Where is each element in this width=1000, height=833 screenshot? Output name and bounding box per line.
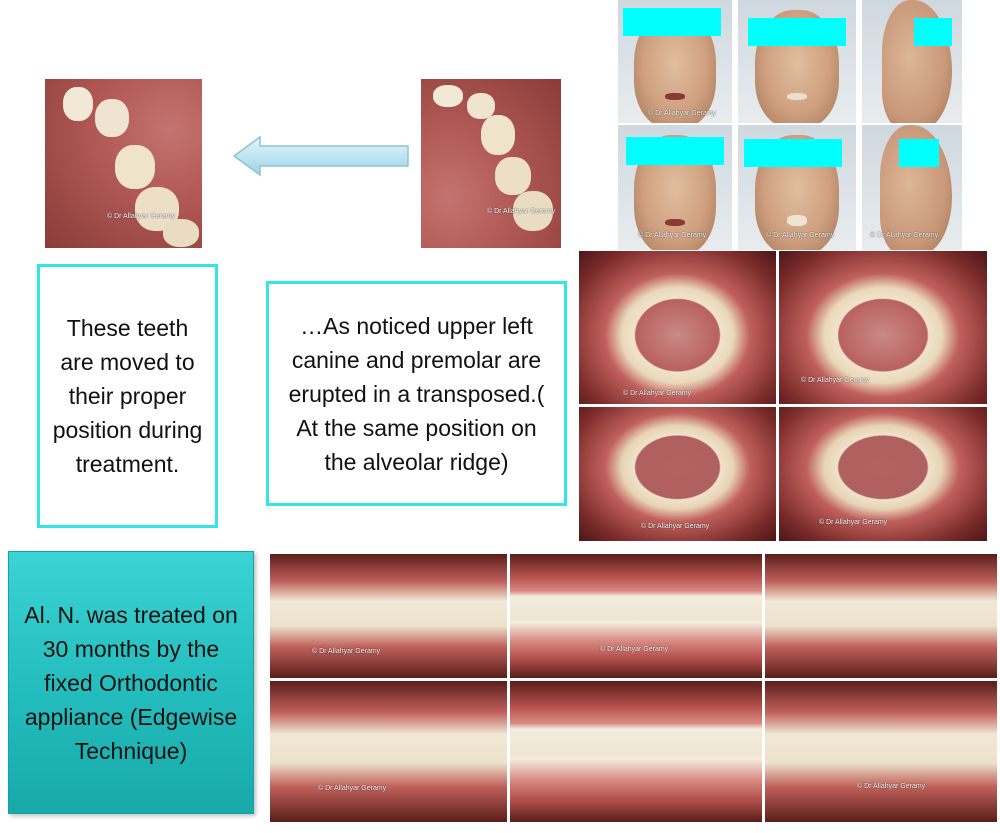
watermark: © Dr Allahyar Geramy [648,110,717,117]
left-buccal-photo-post: © Dr Allahyar Geramy [765,681,997,822]
frontal-intraoral-photo-pre: © Dr Allahyar Geramy [510,554,762,678]
redaction-bar [899,139,939,167]
frontal-intraoral-photo-post [510,681,762,822]
redaction-bar [914,18,952,46]
watermark: © Dr Allahyar Geramy [600,646,669,653]
lower-occlusal-photo-pre: © Dr Allahyar Geramy [579,407,776,541]
face-photo-frontal-pre: © Dr Allahyar Geramy [618,0,732,123]
face-photo-smile-pre [738,0,856,123]
left-buccal-photo-pre [765,554,997,678]
closeup-photo-before: © Dr Allahyar Geramy [421,79,561,248]
face-photo-frontal-post: © Dr Allahyar Geramy [618,125,732,250]
lower-occlusal-photo-post: © Dr Allahyar Geramy [779,407,987,541]
face-photo-profile-post: © Dr Allahyar Geramy [862,125,962,250]
upper-occlusal-photo-post: © Dr Allahyar Geramy [779,251,987,404]
redaction-bar [626,137,724,165]
upper-occlusal-photo-pre: © Dr Allahyar Geramy [579,251,776,404]
redaction-bar [623,8,721,36]
intraoral-photos-grid: © Dr Allahyar Geramy © Dr Allahyar Geram… [270,554,997,822]
watermark: © Dr Allahyar Geramy [318,785,387,792]
redaction-bar [748,18,846,46]
callout-transposition-text: …As noticed upper left canine and premol… [288,312,545,475]
left-arrow-icon [232,135,409,177]
callout-teeth-moved: These teeth are moved to their proper po… [37,264,218,528]
right-buccal-photo-pre: © Dr Allahyar Geramy [270,554,507,678]
watermark: © Dr Allahyar Geramy [638,232,707,239]
watermark: © Dr Allahyar Geramy [487,208,556,215]
watermark: © Dr Allahyar Geramy [766,232,835,239]
face-photo-profile-pre [862,0,962,123]
face-photo-smile-post: © Dr Allahyar Geramy [738,125,856,250]
closeup-photo-after: © Dr Allahyar Geramy [45,79,202,248]
callout-treatment: Al. N. was treated on 30 months by the f… [8,551,254,814]
right-buccal-photo-post: © Dr Allahyar Geramy [270,681,507,822]
watermark: © Dr Allahyar Geramy [857,783,926,790]
watermark: © Dr Allahyar Geramy [819,519,888,526]
occlusal-photos-grid: © Dr Allahyar Geramy © Dr Allahyar Geram… [579,251,987,541]
face-photos-grid: © Dr Allahyar Geramy © Dr Allahyar Geram… [618,0,962,250]
watermark: © Dr Allahyar Geramy [641,523,710,530]
watermark: © Dr Allahyar Geramy [623,390,692,397]
callout-treatment-text: Al. N. was treated on 30 months by the f… [24,601,238,764]
watermark: © Dr Allahyar Geramy [801,377,870,384]
redaction-bar [744,139,842,167]
watermark: © Dr Allahyar Geramy [870,232,939,239]
callout-teeth-moved-text: These teeth are moved to their proper po… [52,315,203,477]
callout-transposition: …As noticed upper left canine and premol… [266,281,567,506]
watermark: © Dr Allahyar Geramy [312,648,381,655]
watermark: © Dr Allahyar Geramy [107,213,176,220]
